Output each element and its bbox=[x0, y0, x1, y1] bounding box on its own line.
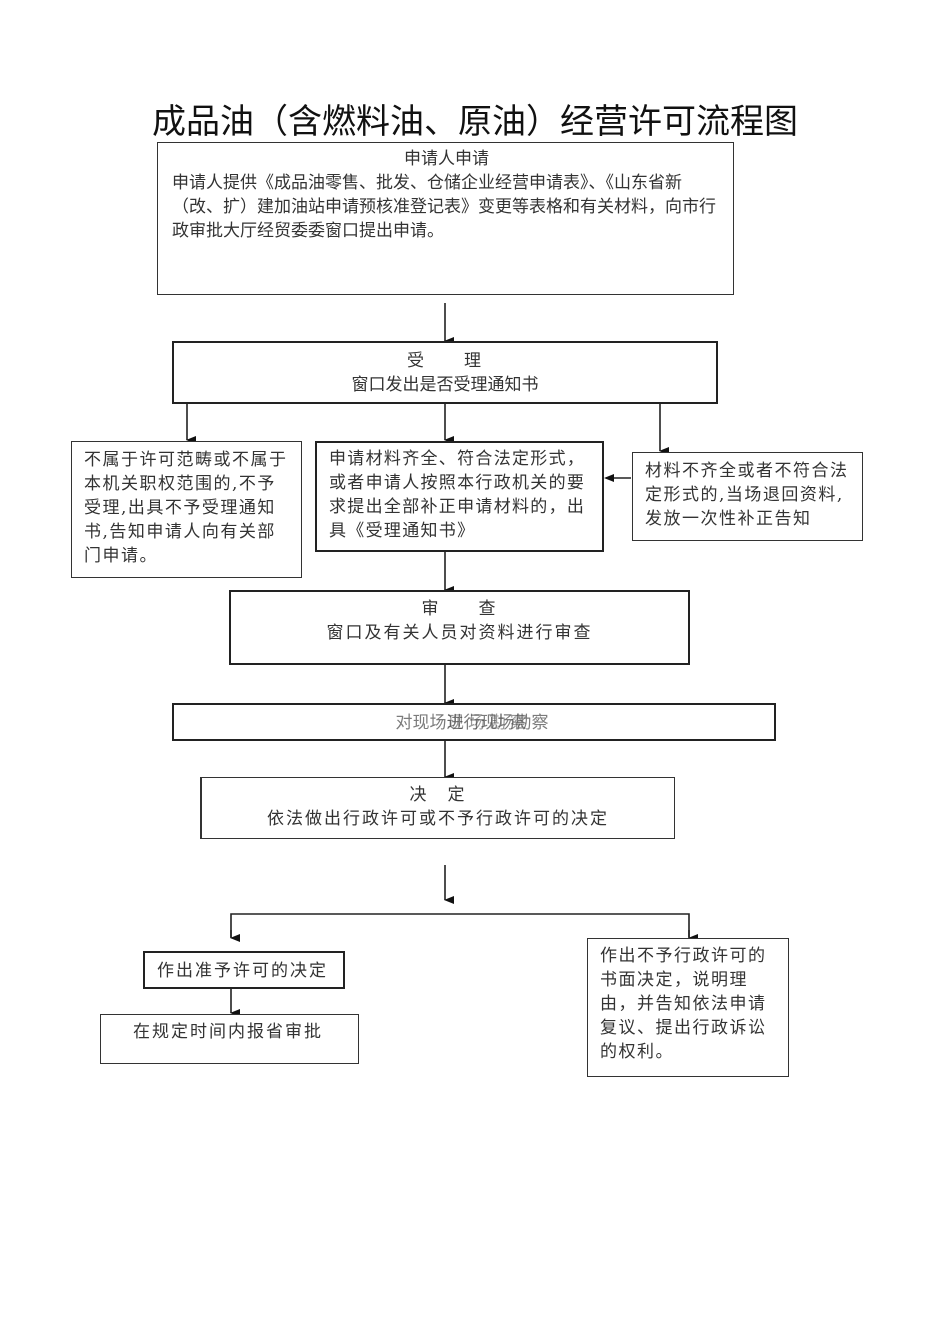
grant-text: 作出准予许可的决定 bbox=[157, 961, 328, 981]
reject-scope-text: 不属于许可范畴或不属于本机关职权范围的,不予受理,出具不予受理通知书,告知申请人… bbox=[84, 450, 288, 566]
page-title: 成品油（含燃料油、原油）经营许可流程图 bbox=[152, 102, 798, 142]
accept-box: 受 理 窗口发出是否受理通知书 bbox=[172, 341, 718, 404]
inspection-box: 对现场进行现场勘察 现场勘察 bbox=[172, 703, 776, 741]
accept-heading: 受 理 bbox=[407, 351, 483, 371]
incomplete-box: 材料不齐全或者不符合法定形式的,当场退回资料,发放一次性补正告知 bbox=[632, 452, 863, 541]
split-line bbox=[230, 913, 690, 937]
incomplete-text: 材料不齐全或者不符合法定形式的,当场退回资料,发放一次性补正告知 bbox=[645, 461, 849, 529]
accepted-text: 申请材料齐全、符合法定形式，或者申请人按照本行政机关的要求提出全部补正申请材料的… bbox=[329, 449, 586, 541]
inspection-overlay-text: 现场勘察 bbox=[447, 713, 531, 733]
reject-scope-box: 不属于许可范畴或不属于本机关职权范围的,不予受理,出具不予受理通知书,告知申请人… bbox=[71, 441, 302, 578]
deny-box: 作出不予行政许可的书面决定，说明理由，并告知依法申请复议、提出行政诉讼的权利。 bbox=[587, 938, 789, 1077]
review-text: 窗口及有关人员对资料进行审查 bbox=[326, 623, 593, 643]
accept-text: 窗口发出是否受理通知书 bbox=[351, 375, 539, 395]
decision-box: 决 定 依法做出行政许可或不予行政许可的决定 bbox=[200, 777, 675, 839]
grant-box: 作出准予许可的决定 bbox=[143, 951, 345, 989]
report-box: 在规定时间内报省审批 bbox=[100, 1014, 359, 1064]
apply-text: 申请人提供《成品油零售、批发、仓储企业经营申请表》、《山东省新（改、扩）建加油站… bbox=[172, 173, 716, 241]
apply-box: 申请人申请 申请人提供《成品油零售、批发、仓储企业经营申请表》、《山东省新（改、… bbox=[157, 142, 734, 295]
decision-heading: 决 定 bbox=[409, 785, 467, 805]
review-box: 审 查 窗口及有关人员对资料进行审查 bbox=[229, 590, 690, 665]
review-heading: 审 查 bbox=[421, 599, 498, 619]
inspection-text: 对现场进行现场勘察 bbox=[395, 713, 549, 733]
apply-heading: 申请人申请 bbox=[404, 149, 489, 169]
arrowhead-left bbox=[604, 474, 614, 482]
decision-text: 依法做出行政许可或不予行政许可的决定 bbox=[267, 809, 609, 829]
report-text: 在规定时间内报省审批 bbox=[133, 1022, 323, 1042]
accepted-box: 申请材料齐全、符合法定形式，或者申请人按照本行政机关的要求提出全部补正申请材料的… bbox=[315, 441, 604, 552]
deny-text: 作出不予行政许可的书面决定，说明理由，并告知依法申请复议、提出行政诉讼的权利。 bbox=[600, 946, 767, 1062]
